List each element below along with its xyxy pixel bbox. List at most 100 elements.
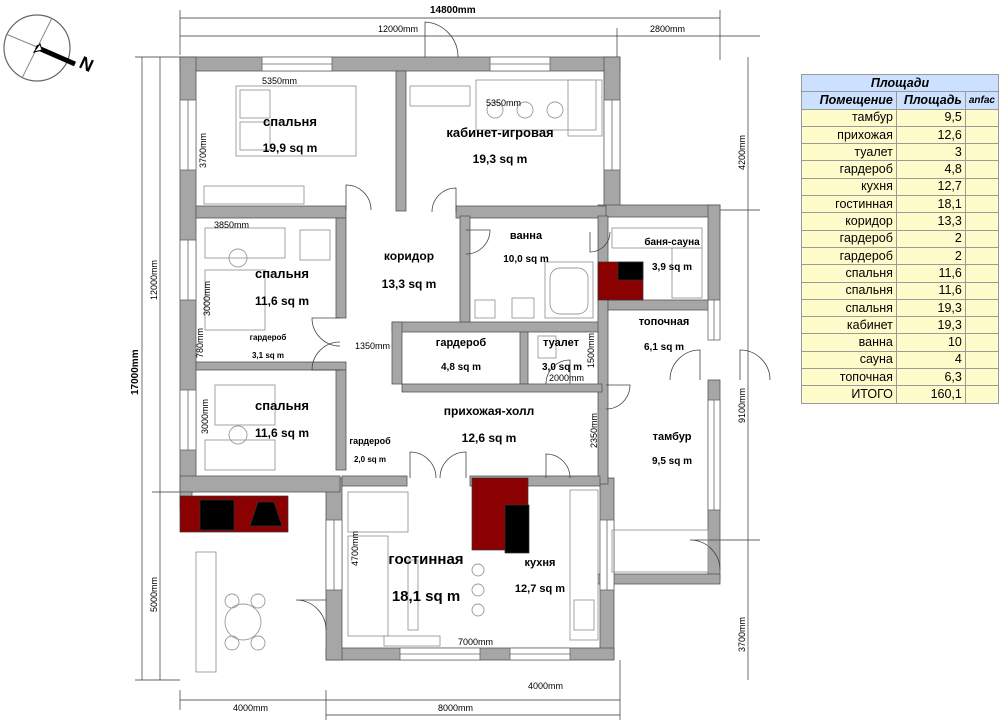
- table-cell-room: коридор: [801, 212, 897, 231]
- table-cell-empty: [964, 177, 1000, 197]
- table-cell-area: 2: [895, 229, 966, 248]
- col-header-area: Площадь: [895, 91, 966, 110]
- room-area-bedroom3: 11,6 sq m: [255, 426, 309, 440]
- room-name-office: кабинет-игровая: [446, 125, 553, 140]
- room-name-bath: ванна: [510, 230, 543, 242]
- table-cell-room: гардероб: [801, 246, 897, 266]
- room-name-kitchen: кухня: [525, 557, 556, 569]
- table-cell-empty: [964, 281, 1000, 300]
- room-area-closet3: 2,0 sq m: [354, 455, 386, 464]
- dim-closet-depth: 780mm: [195, 328, 205, 358]
- dim-corridor-width: 1350mm: [355, 341, 390, 351]
- table-cell-empty: [964, 368, 1000, 387]
- dim-left-upper: 12000mm: [149, 260, 159, 300]
- room-name-closet2: гардероб: [436, 337, 487, 349]
- room-area-living: 18,1 sq m: [392, 588, 460, 605]
- dim-bottom-right: 8000mm: [438, 703, 473, 713]
- dim-top-left: 12000mm: [378, 24, 418, 34]
- room-area-bath: 10,0 sq m: [503, 254, 549, 265]
- room-name-toilet: туалет: [543, 337, 580, 349]
- dim-bedroom2-width: 3850mm: [214, 220, 249, 230]
- table-cell-room: ИТОГО: [801, 385, 897, 404]
- table-cell-empty: [964, 350, 1000, 370]
- room-area-corridor: 13,3 sq m: [382, 277, 437, 291]
- table-cell-area: 11,6: [895, 281, 966, 300]
- col-header-room: Помещение: [801, 91, 897, 110]
- dim-bedroom2-depth: 3000mm: [202, 281, 212, 316]
- table-cell-empty: [964, 143, 1000, 162]
- table-cell-empty: [964, 160, 1000, 179]
- table-cell-empty: [964, 195, 1000, 214]
- table-cell-empty: [964, 229, 1000, 248]
- dim-hall-depth: 2350mm: [589, 413, 599, 448]
- table-cell-area: 11,6: [895, 264, 966, 283]
- room-name-sauna: баня-сауна: [644, 236, 700, 248]
- table-cell-room: спальня: [801, 281, 897, 300]
- dim-bedroom1-depth: 3700mm: [198, 133, 208, 168]
- room-name-corridor: коридор: [384, 249, 434, 263]
- stoves: [179, 261, 644, 554]
- table-cell-area: 6,3: [895, 368, 966, 387]
- table-cell-empty: [964, 385, 1000, 404]
- table-cell-room: гардероб: [801, 160, 897, 179]
- dim-bottom-left: 4000mm: [233, 703, 268, 713]
- table-cell-area: 4,8: [895, 160, 966, 179]
- dim-bedroom1-width: 5350mm: [262, 76, 297, 86]
- dim-office-width: 5350mm: [486, 98, 521, 108]
- table-cell-empty: [964, 264, 1000, 283]
- table-cell-empty: [964, 316, 1000, 335]
- dim-right-upper: 4200mm: [737, 135, 747, 170]
- col-header-extra: anfac: [964, 91, 1000, 110]
- table-cell-room: спальня: [801, 298, 897, 318]
- table-cell-room: туалет: [801, 143, 897, 162]
- table-cell-room: спальня: [801, 264, 897, 283]
- dim-top-right: 2800mm: [650, 24, 685, 34]
- room-area-sauna: 3,9 sq m: [652, 262, 692, 273]
- room-area-toilet: 3,0 sq m: [542, 362, 582, 373]
- table-cell-empty: [964, 246, 1000, 266]
- table-cell-room: гардероб: [801, 229, 897, 248]
- dim-living-depth: 4700mm: [350, 531, 360, 566]
- table-cell-room: кухня: [801, 177, 897, 197]
- room-labels: спальня 19,9 sq m кабинет-игровая 19,3 s…: [250, 114, 700, 605]
- table-cell-area: 3: [895, 143, 966, 162]
- table-cell-area: 10: [895, 333, 966, 352]
- dim-bedroom3-depth: 3000mm: [200, 399, 210, 434]
- room-area-bedroom2: 11,6 sq m: [255, 294, 309, 308]
- room-name-boiler: топочная: [639, 316, 690, 328]
- dim-toilet-width: 2000mm: [549, 373, 584, 383]
- table-cell-area: 13,3: [895, 212, 966, 231]
- table-cell-room: тамбур: [801, 108, 897, 127]
- table-cell-area: 160,1: [895, 385, 966, 404]
- table-cell-empty: [964, 212, 1000, 231]
- table-cell-empty: [964, 125, 1000, 145]
- table-cell-empty: [964, 298, 1000, 318]
- dim-total-width: 14800mm: [430, 5, 476, 16]
- room-name-closet3: гардероб: [349, 436, 391, 446]
- table-cell-room: топочная: [801, 368, 897, 387]
- table-cell-room: сауна: [801, 350, 897, 370]
- room-area-closet2: 4,8 sq m: [441, 362, 481, 373]
- table-cell-empty: [964, 108, 1000, 127]
- dim-total-height: 17000mm: [130, 349, 141, 395]
- dim-right-lower: 3700mm: [737, 617, 747, 652]
- table-cell-area: 19,3: [895, 316, 966, 335]
- table-cell-room: кабинет: [801, 316, 897, 335]
- table-cell-area: 2: [895, 246, 966, 266]
- doors: [295, 21, 771, 631]
- room-area-boiler: 6,1 sq m: [644, 342, 684, 353]
